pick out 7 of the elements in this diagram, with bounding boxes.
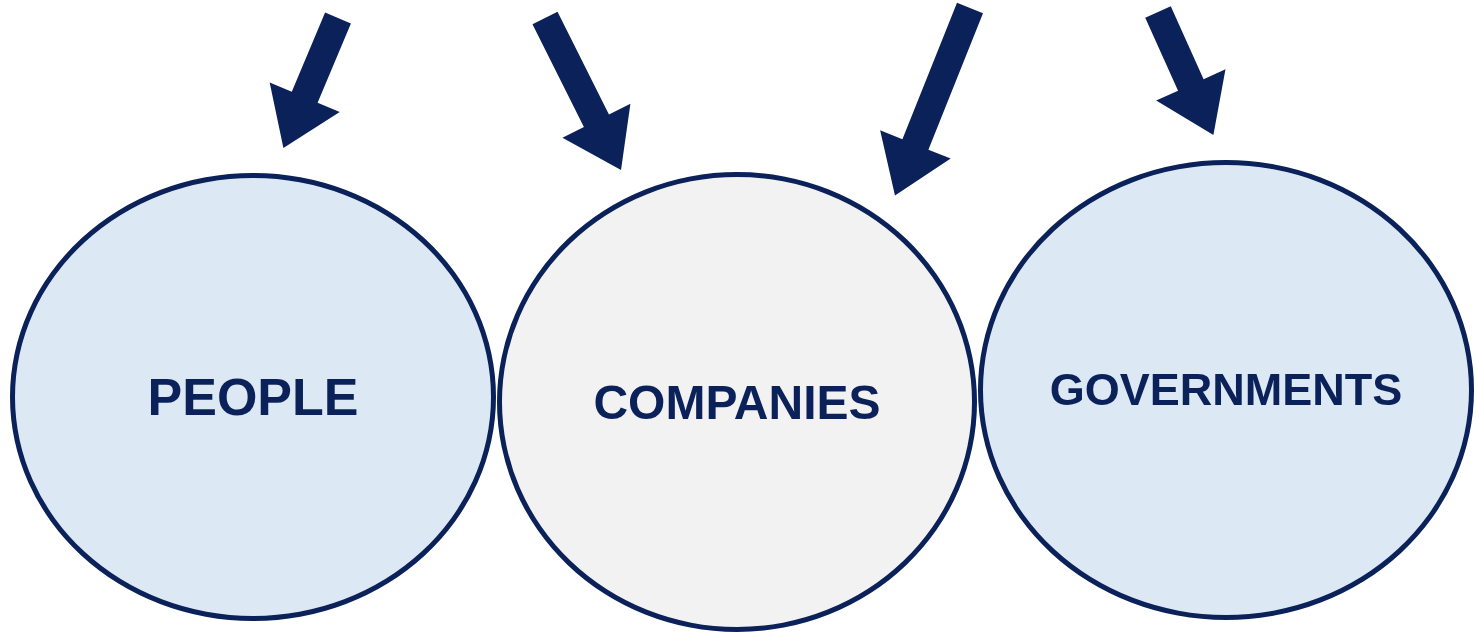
arrow	[532, 11, 631, 171]
node-label: GOVERNMENTS	[1049, 364, 1403, 416]
arrow	[269, 12, 351, 148]
arrow	[1145, 6, 1226, 136]
node-label: COMPANIES	[593, 374, 881, 430]
arrow	[880, 2, 983, 196]
node-label: PEOPLE	[147, 367, 359, 427]
